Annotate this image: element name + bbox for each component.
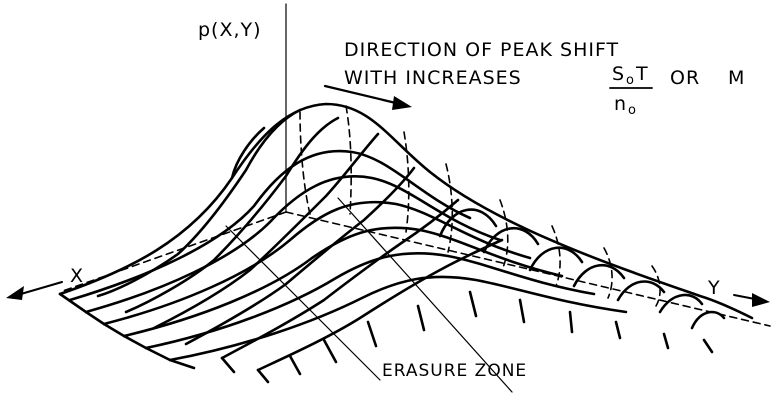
peak-shift-arrow (323, 84, 412, 110)
fraction-denominator-base: n (614, 93, 627, 115)
fraction-denominator-sub: o (628, 103, 637, 118)
surface-mesh (58, 102, 754, 384)
y-axis-label: Y (707, 277, 721, 299)
x-axis-arrow (6, 281, 63, 300)
annotation-variable-m: M (728, 67, 745, 89)
fraction-numerator-base: S (612, 63, 625, 85)
annotation-line2-prefix: WITH INCREASES (344, 67, 522, 89)
y-axis-arrow (733, 293, 770, 307)
z-axis-label: p(X,Y) (198, 19, 262, 41)
x-axis-label: X (70, 265, 84, 287)
annotation-or: OR (670, 67, 700, 89)
annotation-line1: DIRECTION OF PEAK SHIFT (344, 39, 619, 61)
fraction-numerator-tail: T (635, 63, 649, 85)
fraction-so-t-over-no: S o T n o (609, 63, 653, 118)
erasure-leader-lines (225, 197, 513, 393)
fraction-numerator-sub: o (626, 73, 635, 88)
erasure-zone-label: ERASURE ZONE (382, 361, 527, 381)
y-axis-dashed (285, 211, 771, 327)
